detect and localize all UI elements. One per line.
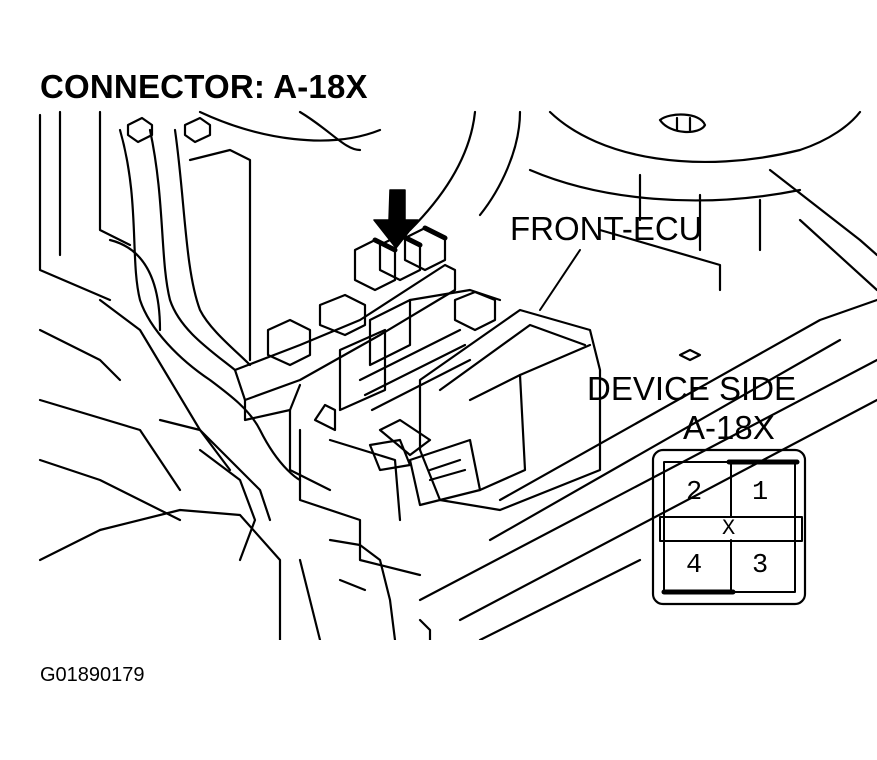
device-side-label: DEVICE SIDE bbox=[587, 370, 797, 407]
connector-face bbox=[651, 448, 807, 606]
connector-key-label: X bbox=[722, 516, 736, 541]
pin-4-label: 4 bbox=[686, 551, 703, 581]
pin-1-label: 1 bbox=[752, 478, 769, 508]
pin-3-label: 3 bbox=[752, 551, 769, 581]
front-ecu-leader bbox=[539, 249, 581, 311]
device-code-label: A-18X bbox=[683, 409, 775, 446]
figure-id: G01890179 bbox=[40, 664, 145, 686]
connector-title: CONNECTOR: A-18X bbox=[40, 68, 368, 105]
pointer-arrow bbox=[373, 189, 419, 249]
pin-2-label: 2 bbox=[686, 478, 703, 508]
front-ecu-label: FRONT-ECU bbox=[510, 210, 703, 247]
